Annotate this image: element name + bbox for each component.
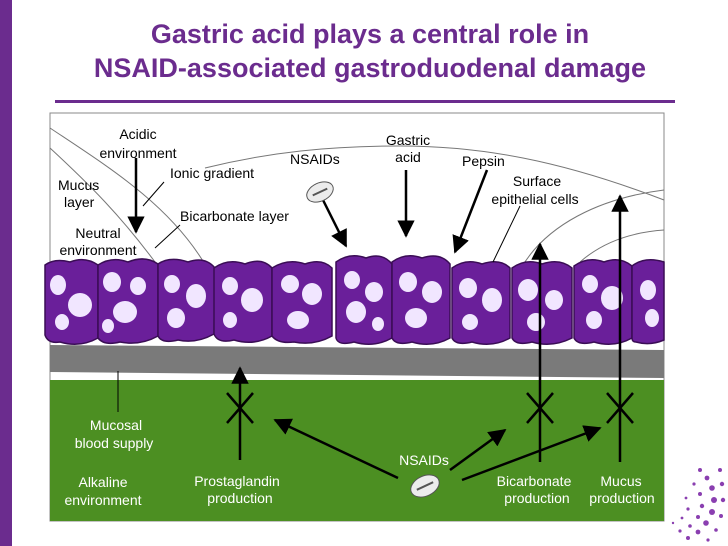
swirl-logo-icon	[671, 468, 726, 542]
label-prostaglandin-production: production	[207, 490, 272, 506]
label-bicarbonate-layer: Bicarbonate layer	[180, 208, 289, 224]
label-neutral: Neutral	[75, 225, 120, 241]
label-surface: Surface	[513, 173, 561, 189]
label-nsaids-top: NSAIDs	[290, 151, 340, 167]
pill-icon-top	[306, 181, 334, 203]
right-mucus-curve	[519, 189, 665, 271]
label-mucus-layer: layer	[64, 194, 95, 210]
label-prostaglandin: Prostaglandin	[194, 473, 280, 489]
label-gastric-acid: acid	[395, 149, 421, 165]
epithelial-cell	[157, 258, 216, 343]
label-bicarbonate: Bicarbonate	[497, 473, 572, 489]
label-epithelial-cells: epithelial cells	[491, 191, 578, 207]
label-gastric: Gastric	[386, 132, 430, 148]
nsaid-to-prostaglandin-arrow	[273, 418, 399, 480]
label-mucosal: Mucosal	[90, 417, 142, 433]
epithelial-cell	[391, 255, 451, 345]
label-nsaids-bottom: NSAIDs	[399, 452, 449, 468]
label-mucus: Mucus	[58, 177, 99, 193]
label-bicarbonate-production: production	[504, 490, 569, 506]
label-mucus-production: production	[589, 490, 654, 506]
label-pepsin: Pepsin	[462, 153, 505, 169]
mucus-surface-curve	[204, 145, 665, 201]
epithelial-cell	[271, 261, 333, 344]
epithelial-cell	[335, 255, 393, 345]
surface-epithelial-leader	[492, 205, 521, 263]
basement-membrane-band	[50, 345, 664, 378]
pill-icon-bottom	[410, 474, 440, 498]
left-accent-bar	[0, 0, 12, 546]
label-neutral-environment: environment	[59, 242, 136, 258]
title-divider	[55, 100, 675, 103]
bicarbonate-boundary-curve	[49, 147, 156, 263]
label-blood-supply: blood supply	[75, 435, 154, 451]
bicarbonate-layer-leader	[154, 224, 181, 249]
label-alkaline-environment: environment	[64, 492, 141, 508]
epithelial-cell	[511, 261, 573, 345]
page-title-line-1: Gastric acid plays a central role in	[150, 19, 590, 49]
nsaid-to-bicarbonate-arrow	[449, 428, 507, 472]
inhibition-crosses	[226, 392, 634, 424]
label-ionic-gradient: Ionic gradient	[170, 165, 254, 181]
epithelial-cell-row	[44, 255, 665, 345]
label-alkaline: Alkaline	[78, 474, 127, 490]
nsaid-to-mucus-arrow	[461, 425, 602, 482]
label-acidic-environment: environment	[99, 145, 176, 161]
label-mucus-prod: Mucus	[600, 473, 641, 489]
label-acidic: Acidic	[119, 126, 156, 142]
nsaids-top-arrow	[321, 199, 348, 248]
epithelial-cell	[631, 259, 665, 345]
ionic-gradient-leader	[142, 181, 165, 207]
mucosal-blood-supply-layer	[50, 380, 664, 521]
page-title-line-2: NSAID-associated gastroduodenal damage	[93, 53, 647, 83]
pepsin-arrow	[452, 169, 489, 254]
